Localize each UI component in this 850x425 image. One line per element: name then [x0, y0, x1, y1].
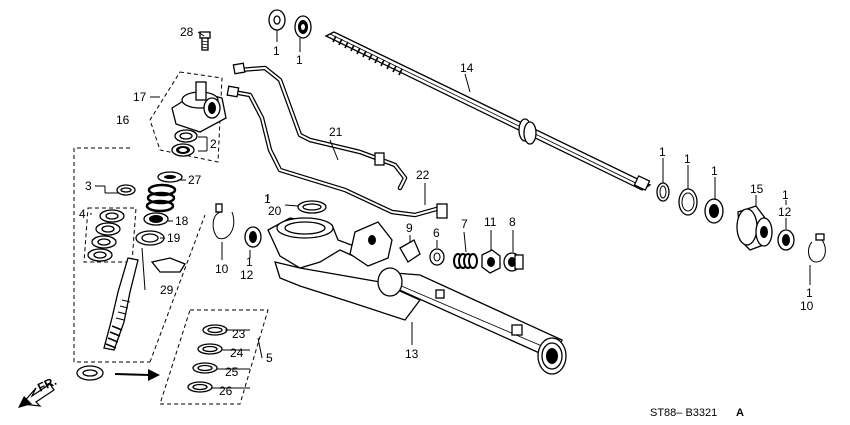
callout-4: 4 — [79, 207, 86, 221]
callout-20: 20 — [268, 204, 282, 218]
callout-10: 10 — [215, 262, 229, 276]
washer-12-left — [244, 226, 262, 248]
callout-1: 1 — [684, 152, 691, 166]
callout-21: 21 — [329, 125, 343, 139]
seal-kit-5 — [159, 309, 269, 405]
callout-27: 27 — [188, 173, 202, 187]
bottom-washer — [76, 365, 104, 381]
callout-13: 13 — [405, 347, 419, 361]
clip-10-right — [808, 233, 826, 263]
kit-pointer-arrow — [114, 369, 160, 381]
seal-set-2 — [171, 129, 198, 157]
front-direction-label: FR. — [35, 374, 58, 395]
seal-ring-right-1 — [656, 182, 670, 202]
bolt-28-part — [199, 31, 211, 51]
callout-29: 29 — [160, 283, 174, 297]
callout-16: 16 — [116, 113, 130, 127]
clip-10-left — [212, 203, 235, 240]
callout-23: 23 — [232, 327, 246, 341]
callout-1: 1 — [659, 145, 666, 159]
cylinder-end-15 — [736, 205, 773, 251]
callout-5: 5 — [266, 351, 273, 365]
adjuster-8 — [503, 252, 524, 272]
seal-ring-right-2 — [678, 188, 698, 216]
callout-19: 19 — [167, 231, 181, 245]
callout-8: 8 — [509, 215, 516, 229]
callout-2: 2 — [210, 137, 217, 151]
callout-6: 6 — [433, 226, 440, 240]
callout-7: 7 — [461, 217, 468, 231]
leader-lines — [90, 30, 811, 389]
callout-11: 11 — [484, 215, 497, 229]
callout-18: 18 — [175, 214, 189, 228]
callout-15: 15 — [750, 182, 764, 196]
washer-12-right — [777, 229, 795, 251]
callout-1: 1 — [273, 44, 280, 58]
callout-1: 1 — [246, 255, 253, 269]
callout-28: 28 — [180, 25, 194, 39]
callout-26: 26 — [219, 384, 233, 398]
feed-pipe-21 — [232, 62, 408, 191]
spring-7 — [453, 253, 478, 269]
callout-10: 10 — [800, 299, 814, 313]
callout-9: 9 — [406, 221, 413, 235]
rack-guide-9 — [399, 239, 421, 263]
seal-ring-right-3 — [704, 198, 724, 224]
callout-17: 17 — [133, 90, 147, 104]
front-direction-arrow — [18, 383, 55, 408]
callout-22: 22 — [416, 168, 430, 182]
callout-12: 12 — [778, 205, 792, 219]
callout-1: 1 — [782, 188, 789, 202]
callout-1: 1 — [296, 53, 303, 67]
o-ring-6 — [429, 248, 445, 266]
diagram-code: ST88– B3321 — [650, 407, 717, 419]
valve-housing-17 — [149, 71, 227, 163]
callout-12: 12 — [240, 268, 254, 282]
locknut-11 — [481, 249, 501, 274]
seal-20 — [297, 200, 327, 214]
callout-14: 14 — [460, 61, 474, 75]
gear-housing-13 — [267, 217, 567, 375]
callout-25: 25 — [225, 365, 239, 379]
callout-24: 24 — [230, 346, 244, 360]
rack-shaft-part — [324, 31, 652, 191]
feed-pipe-22 — [226, 85, 448, 219]
callout-1: 1 — [264, 192, 271, 206]
diagram-code-suffix: A — [736, 407, 744, 419]
callout-1: 1 — [806, 286, 813, 300]
callout-3: 3 — [85, 179, 92, 193]
callout-1: 1 — [711, 164, 718, 178]
top-seal-rings — [268, 9, 312, 39]
